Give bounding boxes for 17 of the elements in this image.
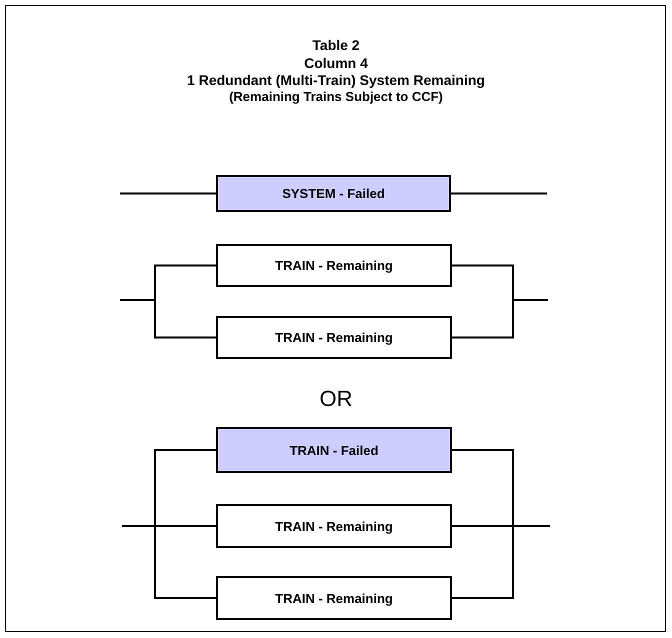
table-title: Table 2 [311, 38, 361, 54]
failed-block: SYSTEM - Failed [216, 175, 451, 212]
connector-line [451, 192, 547, 194]
subtitle: Column 4 [303, 56, 369, 72]
train-block: TRAIN - Remaining [216, 504, 452, 548]
failed-block: TRAIN - Failed [216, 427, 452, 473]
or-label: OR [318, 386, 354, 412]
subtitle: 1 Redundant (Multi-Train) System Remaining [186, 73, 486, 88]
connector-line [452, 525, 550, 599]
train-block: TRAIN - Remaining [216, 316, 452, 359]
train-block: TRAIN - Remaining [216, 576, 452, 620]
connector-line [122, 525, 216, 599]
subtitle: (Remaining Trains Subject to CCF) [228, 90, 444, 104]
connector-line [452, 299, 548, 338]
train-block: TRAIN - Remaining [216, 244, 452, 287]
connector-line [120, 299, 216, 338]
connector-line [120, 192, 216, 194]
